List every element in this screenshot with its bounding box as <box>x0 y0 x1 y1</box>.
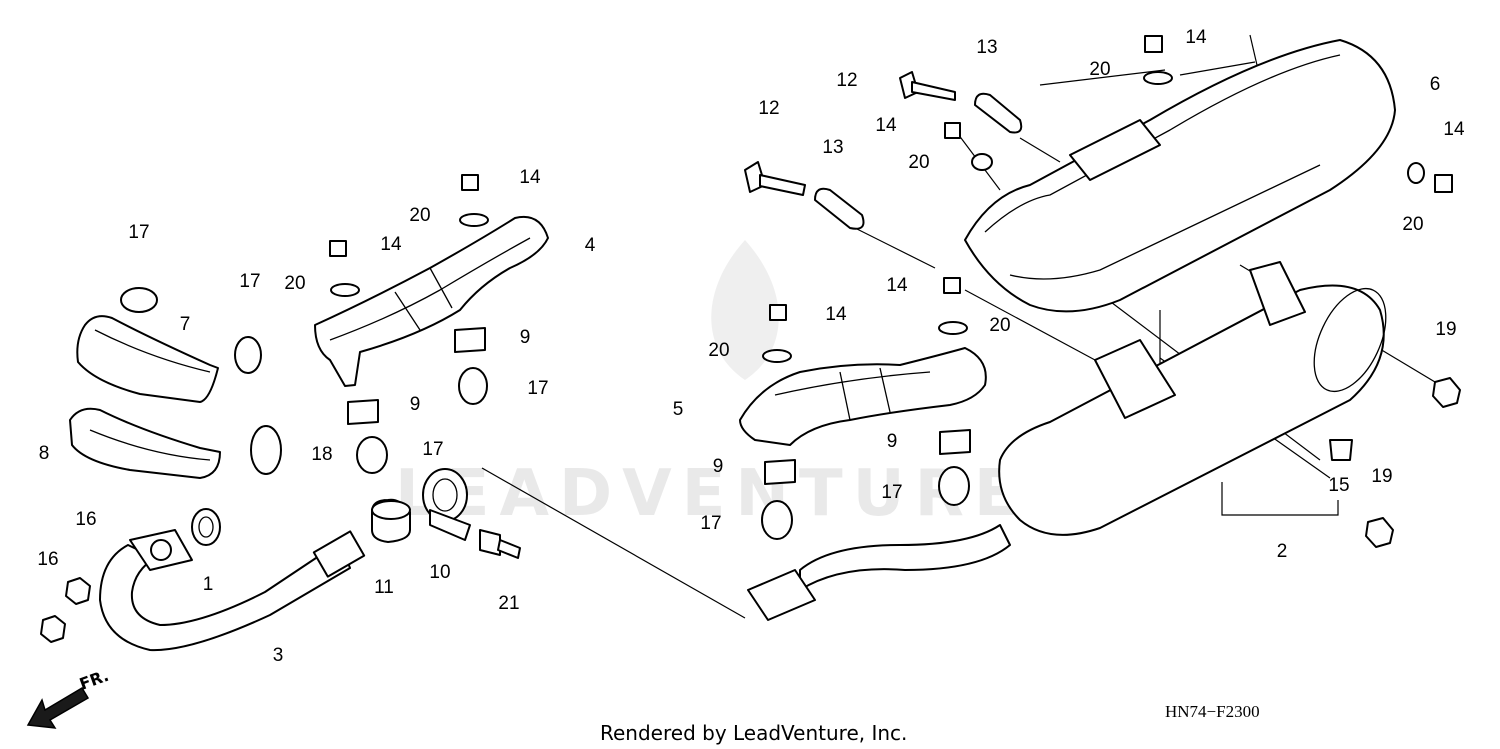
callout-5: 5 <box>673 399 684 420</box>
callout-14: 14 <box>380 234 402 255</box>
part-17-18-clamps <box>120 287 970 540</box>
callout-3: 3 <box>273 645 284 666</box>
part-14-bolts <box>329 35 1453 321</box>
callout-2: 2 <box>1277 541 1288 562</box>
callout-17: 17 <box>128 222 149 243</box>
callout-4: 4 <box>585 235 596 256</box>
part-5-heat-shield <box>739 347 987 446</box>
callout-13: 13 <box>822 137 843 158</box>
direction-label: FR. <box>77 666 111 694</box>
callout-9: 9 <box>410 394 421 415</box>
part-15-grommet <box>1329 439 1353 461</box>
callout-6: 6 <box>1430 74 1441 95</box>
callout-17: 17 <box>239 271 260 292</box>
callout-9: 9 <box>713 456 724 477</box>
callout-14: 14 <box>519 167 541 188</box>
callout-11: 11 <box>374 577 394 598</box>
part-19-nuts <box>1365 377 1461 548</box>
callout-12: 12 <box>836 70 857 91</box>
callout-7: 7 <box>180 314 191 335</box>
callout-1: 1 <box>203 574 214 595</box>
diagram-code: HN74−F2300 <box>1165 702 1260 721</box>
callout-9: 9 <box>887 431 898 452</box>
callout-20: 20 <box>989 315 1010 336</box>
part-16-nuts <box>40 577 91 643</box>
part-6-muffler-cover <box>964 39 1396 313</box>
part-21-bolt <box>479 529 521 559</box>
part-13-grommets <box>814 92 1023 230</box>
callout-20: 20 <box>908 152 929 173</box>
part-10-joint-clamp <box>422 468 471 541</box>
part-12-pins <box>744 71 956 196</box>
callout-13: 13 <box>976 37 997 58</box>
part-3-exhaust-pipe <box>99 529 366 652</box>
part-7-upper-cover <box>76 315 219 403</box>
part-8-lower-cover <box>69 407 221 479</box>
callout-9: 9 <box>520 327 531 348</box>
callout-19: 19 <box>1435 319 1456 340</box>
callout-17: 17 <box>700 513 721 534</box>
callout-14: 14 <box>825 304 847 325</box>
callout-21: 21 <box>498 593 519 614</box>
callout-20: 20 <box>284 273 305 294</box>
callout-8: 8 <box>39 443 50 464</box>
footer-credit: Rendered by LeadVenture, Inc. <box>600 721 907 745</box>
callout-20: 20 <box>409 205 430 226</box>
part-2-muffler <box>747 261 1387 621</box>
part-11-sleeve <box>371 498 411 543</box>
callout-20: 20 <box>1402 214 1423 235</box>
callout-14: 14 <box>1185 27 1207 48</box>
callout-17: 17 <box>881 482 902 503</box>
callout-20: 20 <box>1089 59 1110 80</box>
front-direction-indicator: FR. <box>26 666 111 729</box>
callout-14: 14 <box>886 275 908 296</box>
callout-16: 16 <box>75 509 96 530</box>
callout-17: 17 <box>422 439 443 460</box>
callout-15: 15 <box>1328 475 1349 496</box>
callout-20: 20 <box>708 340 729 361</box>
part-20-washers <box>330 71 1425 363</box>
callout-18: 18 <box>311 444 332 465</box>
callout-14: 14 <box>875 115 897 136</box>
watermark: LEADVENTURE <box>395 240 1028 531</box>
watermark-text: LEADVENTURE <box>395 457 1028 531</box>
callout-17: 17 <box>527 378 548 399</box>
front-direction-arrow-icon <box>26 686 90 729</box>
callout-16: 16 <box>37 549 58 570</box>
part-4-heat-shield <box>314 216 549 387</box>
callout-14: 14 <box>1443 119 1465 140</box>
callout-10: 10 <box>429 562 450 583</box>
callout-19: 19 <box>1371 466 1392 487</box>
callout-12: 12 <box>758 98 779 119</box>
part-1-gasket <box>191 508 221 546</box>
part-9-clips <box>347 327 971 485</box>
